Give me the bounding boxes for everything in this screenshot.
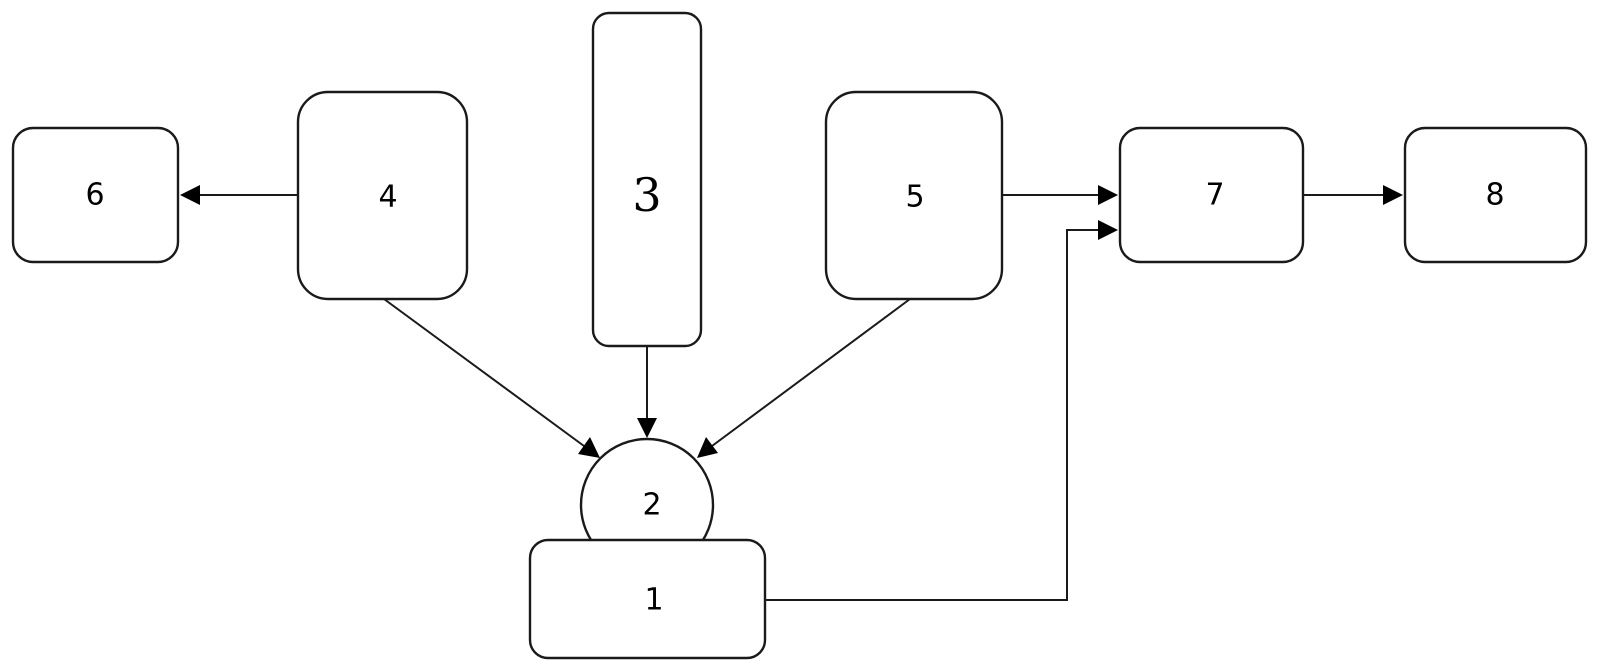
node-5: 5	[826, 92, 1002, 299]
node-3: 3	[593, 13, 701, 346]
arrowhead	[1098, 185, 1118, 205]
arrowhead	[1098, 220, 1118, 240]
node-4: 4	[298, 92, 467, 299]
node-6-label: 6	[85, 178, 104, 213]
edge-4-to-6	[180, 185, 298, 205]
node-8-label: 8	[1485, 178, 1504, 213]
node-1: 1	[530, 540, 765, 658]
node-7: 7	[1120, 128, 1303, 262]
arrowhead	[180, 185, 200, 205]
node-3-label: 3	[632, 168, 661, 222]
edge-7-to-8	[1303, 185, 1403, 205]
edge-4-to-2	[384, 299, 600, 458]
arrowhead	[578, 437, 600, 458]
node-8: 8	[1405, 128, 1586, 262]
edge-5-to-7	[1002, 185, 1118, 205]
node-5-label: 5	[905, 180, 924, 215]
edge-5-to-2	[697, 299, 910, 458]
edge-3-to-2	[637, 346, 657, 438]
node-7-label: 7	[1205, 178, 1224, 213]
arrowhead	[1383, 185, 1403, 205]
node-4-label: 4	[378, 180, 397, 215]
node-2-label: 2	[642, 488, 661, 523]
node-6: 6	[13, 128, 178, 262]
arrowhead	[637, 418, 657, 438]
arrowhead	[697, 437, 718, 458]
node-1-label: 1	[644, 583, 663, 618]
